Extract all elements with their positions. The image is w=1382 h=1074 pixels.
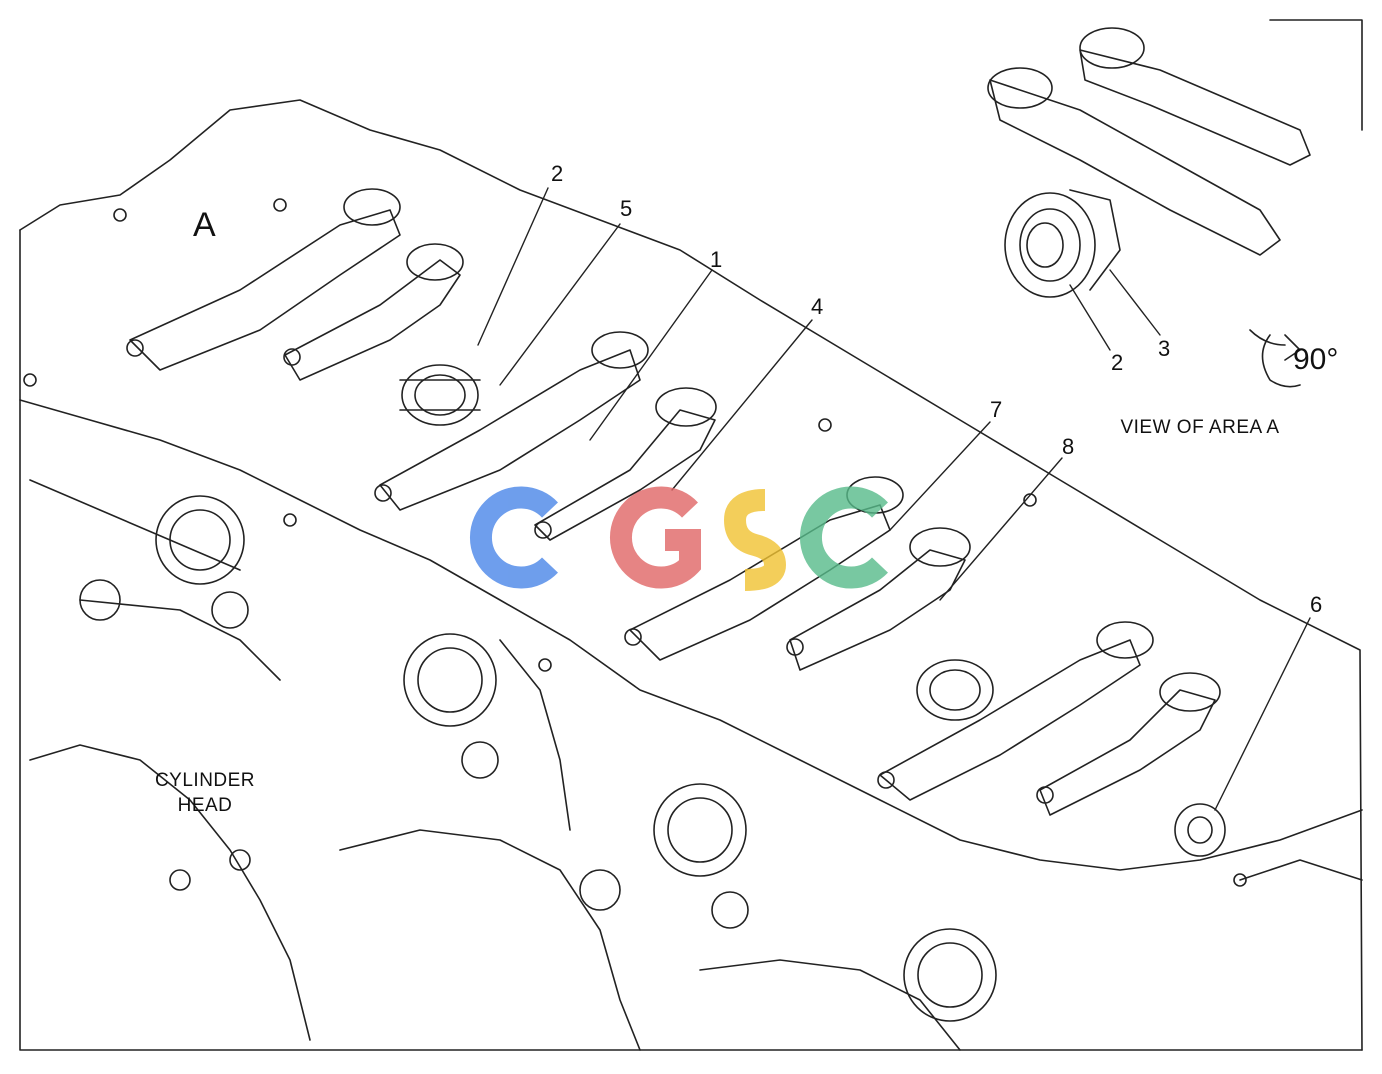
cylinder-head-label-line2: HEAD <box>177 795 233 816</box>
watermark <box>470 486 888 591</box>
callout-8: 8 <box>1062 434 1075 459</box>
callout-leaders <box>477 187 1311 811</box>
callout-1: 1 <box>710 247 723 272</box>
rocker-arm-cylinder-2 <box>374 331 717 541</box>
cylinder-head-label-line1: CYLINDER <box>154 770 256 791</box>
rocker-arm-cylinder-4 <box>877 621 1226 857</box>
head-bolts <box>23 198 1247 1022</box>
callout-5: 5 <box>620 196 633 221</box>
rotation-label: 90° <box>1293 343 1339 376</box>
watermark-letter-1 <box>470 486 558 589</box>
watermark-letter-2 <box>610 486 701 589</box>
rocker-arm-cylinder-1 <box>126 188 481 426</box>
watermark-letter-3 <box>723 489 787 591</box>
area-a-marker: A <box>193 206 216 244</box>
callout-3: 3 <box>1158 336 1171 361</box>
area-a-detail-view <box>987 19 1363 388</box>
callout-6: 6 <box>1310 592 1323 617</box>
callout-2: 2 <box>551 161 564 186</box>
callout-2-detail: 2 <box>1111 350 1124 375</box>
callout-7: 7 <box>990 397 1003 422</box>
callout-4: 4 <box>811 294 824 319</box>
view-caption: VIEW OF AREA A <box>1120 417 1280 438</box>
watermark-letter-4 <box>800 486 888 589</box>
cylinder-head-outline <box>19 99 1363 1051</box>
